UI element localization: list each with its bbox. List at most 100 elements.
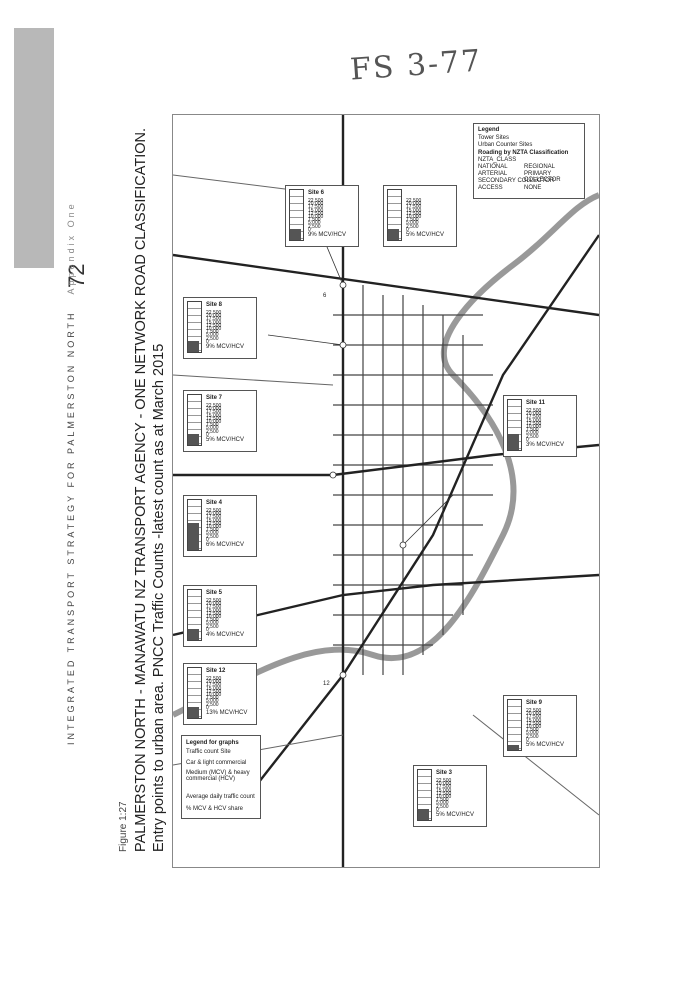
site-chart-tick: 10,000 <box>206 614 222 621</box>
site-chart-bar <box>188 629 199 640</box>
site-chart-tick: 15,000 <box>206 319 222 326</box>
site-chart-tick: 15,000 <box>206 517 222 524</box>
site-chart-tick: 12,500 <box>206 322 222 329</box>
site-chart-tick: 22,500 <box>526 708 542 714</box>
site-chart-tick: 20,000 <box>206 601 222 608</box>
site-chart-tick: 20,000 <box>308 201 324 208</box>
roading-title: Roading by NZTA Classification <box>478 150 569 156</box>
figure-title-line1: PALMERSTON NORTH - MANAWATU NZ TRANSPORT… <box>133 127 149 852</box>
legend-graphs-subtitle: Traffic count Site <box>186 749 231 755</box>
legend-medium-heavy: Medium (MCV) & heavy commercial (HCV) <box>186 770 250 782</box>
class-0: NATIONAL <box>478 164 508 170</box>
site-chart-tick: 12,500 <box>436 790 452 797</box>
class-6: NONE <box>524 185 542 191</box>
site-chart-tick: 2,500 <box>526 733 539 740</box>
marker-label-6: 6 <box>323 293 327 299</box>
site-chart-bar <box>388 229 399 240</box>
class-3: PRIMARY COLLECTOR <box>524 171 561 183</box>
site-chart-tick: 15,000 <box>526 417 542 424</box>
site-chart-tick: 0 <box>526 736 529 743</box>
site-chart-tick: 12,500 <box>406 210 422 217</box>
site-chart-tick: 12,500 <box>206 415 222 422</box>
site-chart-tick: 2,500 <box>206 701 219 708</box>
site-chart-tick: 5,000 <box>206 425 219 432</box>
class-field: NZTA_CLASS <box>478 157 517 163</box>
page-edge-tab <box>14 28 54 268</box>
site-chart-tick: 10,000 <box>406 214 422 221</box>
site-chart-share: 4% MCV/HCV <box>206 632 245 638</box>
site-chart-tick: 12,500 <box>206 688 222 695</box>
class-2: ARTERIAL <box>478 171 508 177</box>
site-chart-tick: 0 <box>406 226 409 233</box>
site-chart-tick: 15,000 <box>206 685 222 692</box>
class-4: SECONDARY COLLECTOR <box>478 178 555 184</box>
site-chart-tick: 10,000 <box>526 424 542 431</box>
site-chart-tick: 20,000 <box>526 411 542 418</box>
site-chart-bar <box>508 744 519 750</box>
site-chart-tick: 5,000 <box>526 430 539 437</box>
figure-label: Figure 1:27 <box>118 801 129 852</box>
site-chart-tick: 17,500 <box>206 604 222 611</box>
site-chart-tick: 10,000 <box>308 214 324 221</box>
site-chart-axis <box>417 769 432 821</box>
site-chart-tick: 15,000 <box>308 207 324 214</box>
site-chart-title: Site 6 <box>308 190 325 196</box>
count-site-markers <box>329 281 407 679</box>
site-chart-tick: 12,500 <box>206 520 222 527</box>
site-chart-tick: 15,000 <box>206 607 222 614</box>
site-chart-tick: 0 <box>206 536 209 543</box>
site-chart-tick: 0 <box>206 626 209 633</box>
site-chart-tick: 7,500 <box>526 427 539 434</box>
site-chart-tick: 17,500 <box>526 414 542 421</box>
site-chart-tick: 15,000 <box>436 787 452 794</box>
site-chart-tick: 12,500 <box>526 420 542 427</box>
site-chart-share: 5% MCV/HCV <box>436 812 475 818</box>
site-chart-tick: 0 <box>206 431 209 438</box>
site-chart-tick: 17,500 <box>406 204 422 211</box>
site-chart-tick: 2,500 <box>206 428 219 435</box>
figure-title: PALMERSTON NORTH - MANAWATU NZ TRANSPORT… <box>132 128 168 852</box>
site-chart-tick: 7,500 <box>436 797 449 804</box>
site-chart-tick: 17,500 <box>206 316 222 323</box>
site-chart-axis <box>507 699 522 751</box>
site-chart-tick: 17,500 <box>436 784 452 791</box>
site-chart-tick: 5,000 <box>206 620 219 627</box>
site-chart-tick: 15,000 <box>526 717 542 724</box>
running-head: INTEGRATED TRANSPORT STRATEGY FOR PALMER… <box>66 201 76 745</box>
map-legend-item-1: Urban Counter Sites <box>478 142 533 148</box>
site-chart-share: 5% MCV/HCV <box>206 437 245 443</box>
site-chart-tick: 0 <box>206 338 209 345</box>
site-chart-tick: 22,500 <box>206 598 222 604</box>
site-chart-tick: 5,000 <box>206 530 219 537</box>
site-chart-share: 3% MCV/HCV <box>526 442 565 448</box>
site-chart-title: Site 9 <box>526 700 543 706</box>
site-chart-title: Site 12 <box>206 668 226 674</box>
site-chart-title: Site 3 <box>436 770 453 776</box>
site-chart-tick: 17,500 <box>526 714 542 721</box>
site-chart-tick: 22,500 <box>308 198 324 204</box>
site-chart-tick: 20,000 <box>206 313 222 320</box>
site-chart-bar <box>188 341 199 352</box>
site-chart-tick: 0 <box>206 704 209 711</box>
site-chart-bar <box>188 434 199 445</box>
site-chart-tick: 5,000 <box>308 220 321 227</box>
legend-car-light: Car & light commercial <box>186 760 247 766</box>
site-chart-tick: 0 <box>526 436 529 443</box>
site-chart-tick: 7,500 <box>206 695 219 702</box>
